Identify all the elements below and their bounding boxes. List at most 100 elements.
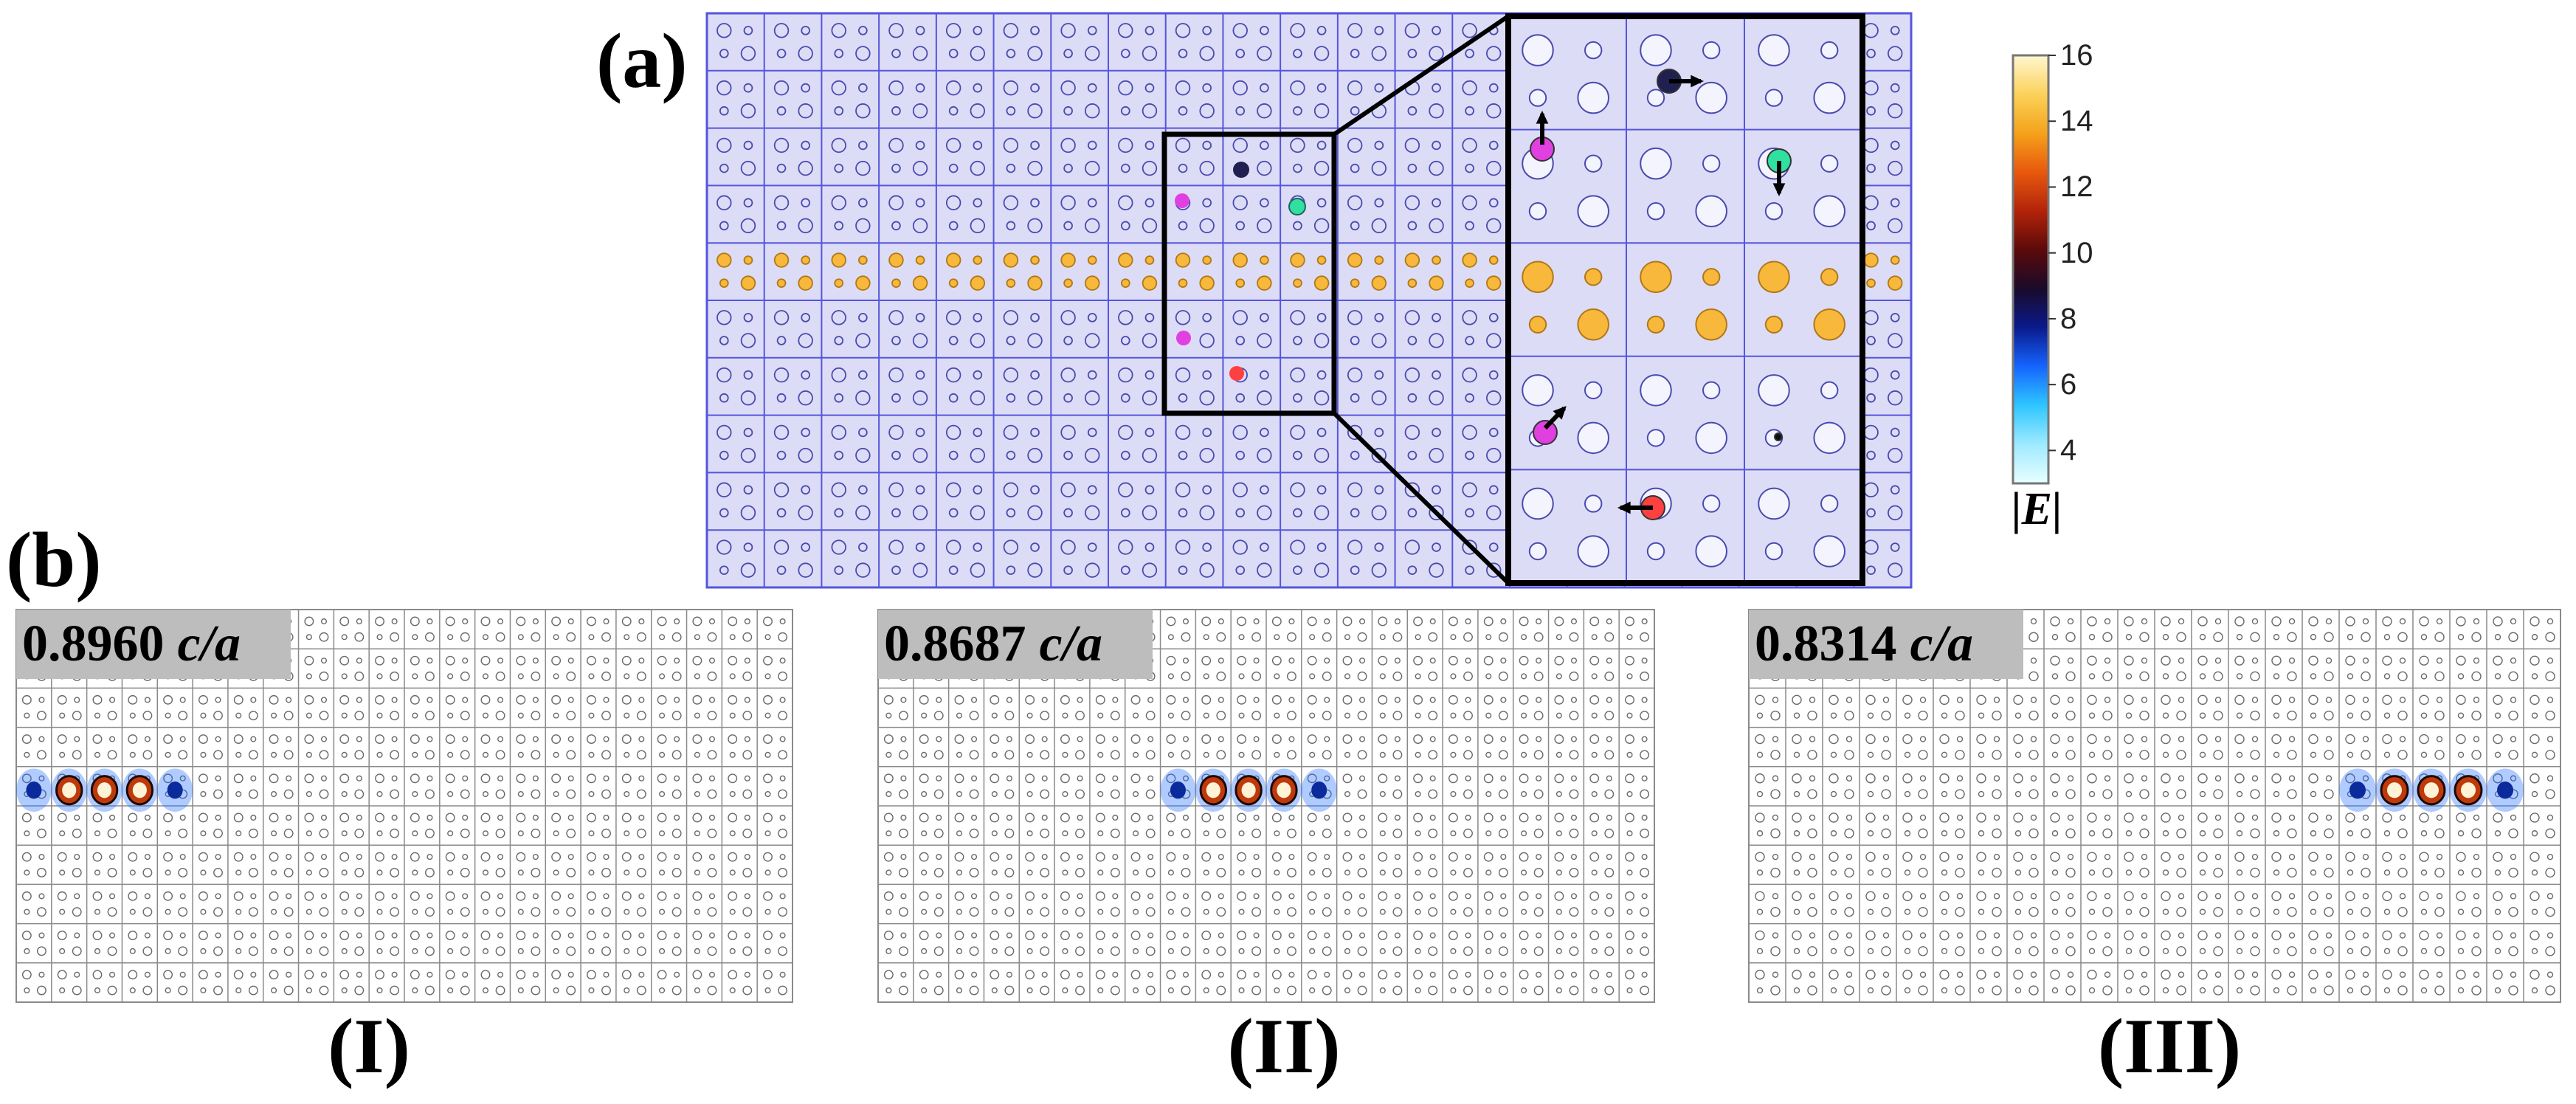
lattice-hole <box>1271 655 1282 666</box>
lattice-hole <box>2141 971 2148 978</box>
lattice-hole <box>2197 655 2208 666</box>
lattice-hole <box>1145 985 1156 996</box>
lattice-hole <box>778 946 788 956</box>
lattice-hole <box>2124 655 2134 666</box>
lattice-hole <box>1253 854 1260 860</box>
lattice-hole <box>1536 658 1542 664</box>
lattice-hole <box>588 869 595 876</box>
lattice-hole <box>2325 775 2332 782</box>
lattice-hole <box>1463 711 1473 721</box>
lattice-hole <box>1498 868 1508 877</box>
lattice-hole <box>1904 869 1911 876</box>
lattice-hole <box>801 255 811 265</box>
colorbar-tick-label: 14 <box>2060 105 2093 138</box>
lattice-hole <box>1030 140 1040 151</box>
lattice-hole <box>2362 657 2369 664</box>
lattice-hole <box>601 946 611 956</box>
lattice-hole <box>708 736 716 742</box>
field-core <box>2461 782 2476 798</box>
lattice-hole <box>1112 775 1119 782</box>
zoom-hole <box>1820 41 1839 60</box>
lattice-hole <box>2050 970 2060 980</box>
lattice-hole <box>200 830 207 837</box>
lattice-hole <box>2176 828 2186 838</box>
lattice-hole <box>1359 854 1366 860</box>
lattice-hole <box>1570 775 1578 782</box>
lattice-hole <box>971 814 978 821</box>
lattice-hole <box>1641 697 1648 703</box>
lattice-hole <box>1309 673 1316 680</box>
lattice-hole <box>2067 657 2074 664</box>
lattice-hole <box>1178 221 1188 231</box>
lattice-hole <box>283 750 294 760</box>
lattice-hole <box>179 893 186 900</box>
lattice-hole <box>1904 948 1911 955</box>
zoom-defect-hole <box>1774 432 1783 441</box>
lattice-hole <box>1569 828 1579 838</box>
lattice-hole <box>1322 750 1332 760</box>
lattice-hole <box>390 868 400 877</box>
lattice-hole <box>1133 908 1139 915</box>
lattice-hole <box>2383 751 2391 759</box>
lattice-hole <box>72 985 82 996</box>
lattice-hole <box>1062 751 1068 758</box>
lattice-hole <box>551 931 562 940</box>
lattice-hole <box>2088 712 2096 719</box>
lattice-hole <box>567 618 574 625</box>
lattice-hole <box>1519 655 1529 666</box>
lattice-hole <box>497 893 504 900</box>
lattice-hole <box>2250 632 2260 642</box>
lattice-hole <box>858 485 868 495</box>
lattice-hole <box>1344 634 1351 641</box>
lattice-hole <box>2271 852 2282 862</box>
lattice-hole <box>915 312 925 322</box>
lattice-hole <box>969 985 979 996</box>
lattice-hole <box>1030 255 1040 265</box>
lattice-hole <box>248 946 258 956</box>
lattice-hole <box>776 508 787 518</box>
lattice-hole <box>2436 893 2443 900</box>
lattice-hole <box>1488 255 1499 265</box>
lattice-hole <box>412 869 418 876</box>
lattice-hole <box>1342 773 1353 784</box>
lattice-hole <box>2510 814 2517 821</box>
lattice-hole <box>2013 734 2023 745</box>
lattice-hole <box>2271 891 2282 902</box>
lattice-hole <box>831 424 846 441</box>
lattice-hole <box>1324 618 1330 625</box>
lattice-hole <box>21 694 32 705</box>
lattice-hole <box>1844 985 1854 996</box>
lattice-hole <box>1407 565 1418 575</box>
lattice-hole <box>1374 370 1384 380</box>
lattice-hole <box>2050 773 2060 784</box>
lattice-hole <box>624 634 630 641</box>
lattice-hole <box>424 985 435 996</box>
lattice-hole <box>719 508 729 518</box>
lattice-hole <box>1429 658 1436 664</box>
lattice-hole <box>831 367 846 383</box>
lattice-hole <box>1006 393 1016 403</box>
lattice-hole <box>390 632 400 642</box>
lattice-hole <box>283 946 294 956</box>
lattice-hole <box>1120 278 1130 289</box>
lattice-hole <box>1463 868 1473 877</box>
lattice-hole <box>1407 49 1418 58</box>
lattice-hole <box>1379 869 1386 876</box>
lattice-hole <box>1755 773 1765 784</box>
lattice-hole <box>2345 970 2355 980</box>
lattice-hole <box>1394 814 1401 821</box>
lattice-hole <box>1429 447 1444 463</box>
lattice-hole <box>2287 789 2297 799</box>
lattice-hole <box>1118 23 1133 38</box>
lattice-hole <box>1919 736 1927 742</box>
lattice-hole <box>1488 370 1499 380</box>
lattice-hole <box>638 618 645 625</box>
lattice-hole <box>990 931 1000 940</box>
lattice-hole <box>1040 946 1050 956</box>
lattice-hole <box>888 424 904 441</box>
lattice-hole <box>495 868 505 877</box>
lattice-hole <box>1144 370 1155 380</box>
lattice-hole <box>1260 198 1269 208</box>
lattice-hole <box>495 828 505 838</box>
lattice-hole <box>1040 711 1050 721</box>
